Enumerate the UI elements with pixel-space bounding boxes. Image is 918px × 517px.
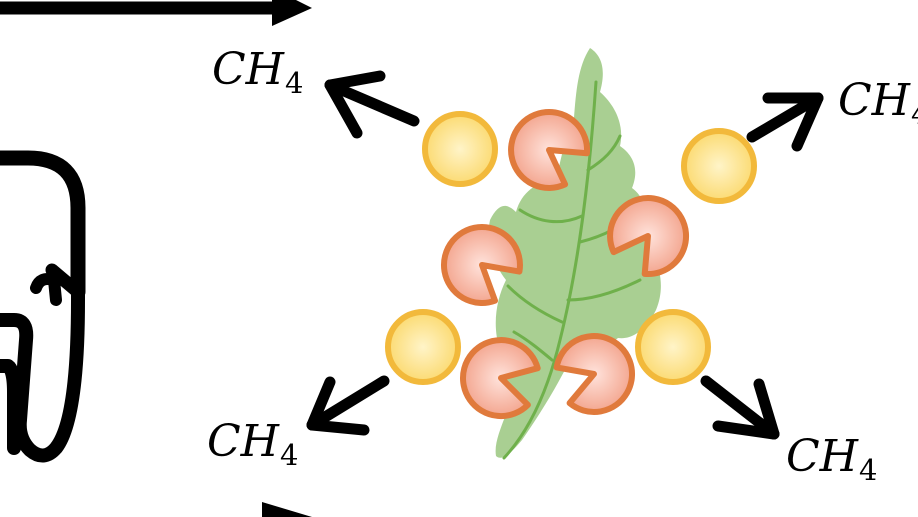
bottom-arrow-icon [262, 502, 312, 517]
cow-stomach-outline-icon [0, 150, 86, 463]
arrow-upper-left-icon [324, 70, 420, 139]
top-arrow-icon [0, 0, 312, 26]
ch4-main: CH [786, 431, 859, 482]
arrow-upper-right-icon [746, 92, 824, 152]
pac-microbe-icon [460, 337, 541, 420]
yellow-particle-icon [422, 111, 498, 187]
yellow-particle-icon [635, 309, 711, 385]
ch4-main: CH [207, 416, 280, 467]
ch4-main: CH [838, 75, 911, 126]
pac-microbe-icon [607, 195, 689, 278]
ch4-label-lower-left: CH4 [207, 420, 299, 470]
particle-group [385, 111, 757, 385]
yellow-particle-icon [385, 309, 461, 385]
ch4-subscript: 4 [859, 453, 878, 487]
pac-microbe-icon [508, 109, 591, 191]
arrow-lower-right-icon [700, 375, 780, 440]
ch4-label-upper-left: CH4 [212, 48, 304, 98]
ch4-subscript: 4 [280, 438, 299, 472]
ch4-main: CH [212, 44, 285, 95]
ch4-subscript: 4 [285, 66, 304, 100]
arrow-lower-left-icon [306, 375, 390, 436]
yellow-particle-icon [681, 128, 757, 204]
pac-microbe-icon [441, 224, 523, 306]
ch4-label-lower-right: CH4 [786, 435, 878, 485]
ch4-subscript: 4 [911, 97, 918, 131]
pac-microbe-icon [553, 333, 636, 415]
microbe-group [441, 109, 689, 420]
ch4-label-upper-right: CH4 [838, 79, 918, 129]
